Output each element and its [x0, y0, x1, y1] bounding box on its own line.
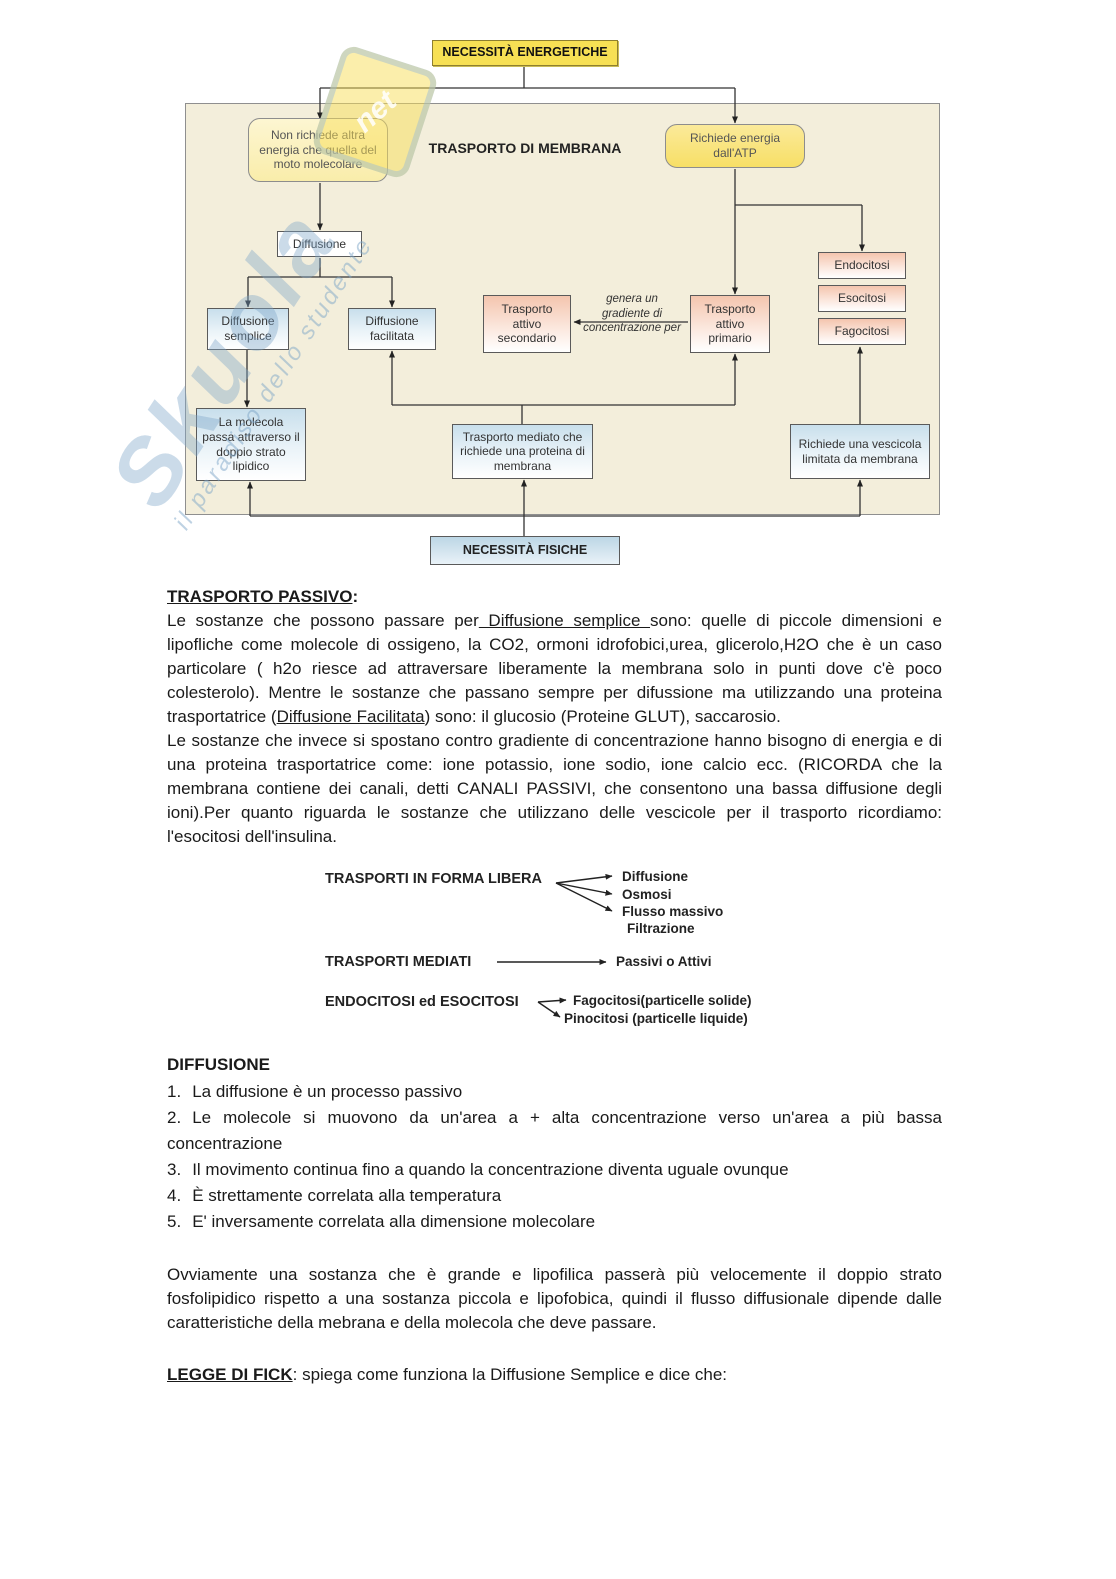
- paragraph-flusso-diffusionale: Ovviamente una sostanza che è grande e l…: [167, 1265, 942, 1332]
- list-item-number: 4.: [167, 1186, 182, 1205]
- diffusione-list: 1. La diffusione è un processo passivo 2.…: [167, 1079, 942, 1235]
- membrane-transport-flowchart: NECESSITÀ ENERGETICHE TRASPORTO DI MEMBR…: [0, 0, 1116, 585]
- trasporto-attivo-secondario-box: Trasporto attivo secondario: [483, 295, 571, 353]
- molecola-doppio-strato-box: La molecola passa attraverso il doppio s…: [196, 408, 306, 481]
- trasporto-attivo-primario-box: Trasporto attivo primario: [690, 295, 770, 353]
- list-item: 1. La diffusione è un processo passivo: [167, 1079, 942, 1105]
- trasporto-mediato-box: Trasporto mediato che richiede una prote…: [452, 424, 593, 479]
- legge-di-fick-line: LEGGE DI FICK: spiega come funziona la D…: [167, 1363, 942, 1387]
- list-item: 4. È strettamente correlata alla temperat…: [167, 1183, 942, 1209]
- list-item-text: Le molecole si muovono da un'area a + al…: [167, 1108, 942, 1153]
- list-item-number: 3.: [167, 1160, 182, 1179]
- esocitosi-box: Esocitosi: [818, 285, 906, 312]
- diffusione-semplice-box: Diffusione semplice: [207, 308, 289, 350]
- list-item: 2.Le molecole si muovono da un'area a + …: [167, 1105, 942, 1157]
- diffusione-box: Diffusione: [277, 231, 362, 257]
- fagocitosi-box: Fagocitosi: [818, 318, 906, 345]
- paragraph-trasporto-attivo: Le sostanze che invece si spostano contr…: [167, 731, 942, 846]
- target-diffusione: Diffusione: [622, 869, 688, 884]
- legge-di-fick-text: : spiega come funziona la Diffusione Sem…: [292, 1365, 728, 1384]
- legge-di-fick-title: LEGGE DI FICK: [167, 1365, 293, 1384]
- list-item-text: È strettamente correlata alla temperatur…: [192, 1186, 502, 1205]
- trasporto-passivo-title: TRASPORTO PASSIVO: [167, 587, 353, 606]
- list-item-number: 1.: [167, 1082, 182, 1101]
- endocitosi-box: Endocitosi: [818, 252, 906, 279]
- endocitosi-esocitosi-label: ENDOCITOSI ed ESOCITOSI: [325, 994, 519, 1010]
- forma-libera-label: TRASPORTI IN FORMA LIBERA: [325, 871, 542, 887]
- paragraph-diffusione-semplice: Le sostanze che possono passare per Diff…: [167, 609, 942, 729]
- genera-gradiente-label: genera un gradiente di concentrazione pe…: [583, 293, 681, 335]
- target-filtrazione: Filtrazione: [627, 921, 695, 936]
- trasporti-mediati-label: TRASPORTI MEDIATI: [325, 954, 472, 970]
- vescicola-box: Richiede una vescicola limitata da membr…: [790, 424, 930, 479]
- diffusione-facilitata-box: Diffusione facilitata: [348, 308, 436, 350]
- flowchart-title: TRASPORTO DI MEMBRANA: [428, 140, 622, 156]
- atp-energy-box: Richiede energia dall'ATP: [665, 124, 805, 168]
- underlined-diffusione-facilitata: Diffusione Facilitata: [276, 707, 425, 726]
- list-item: 3. Il movimento continua fino a quando la…: [167, 1157, 942, 1183]
- list-item-number: 5.: [167, 1212, 182, 1231]
- list-item: 5. E' inversamente correlata alla dimensi…: [167, 1209, 942, 1235]
- trasporto-passivo-section: TRASPORTO PASSIVO: Le sostanze che posso…: [167, 585, 942, 849]
- paragraph-text: Le sostanze che possono passare per: [167, 611, 479, 630]
- list-item-text: E' inversamente correlata alla dimension…: [192, 1212, 596, 1231]
- diffusione-section: DIFFUSIONE 1. La diffusione è un processo…: [167, 1053, 942, 1387]
- target-pinocitosi: Pinocitosi (particelle liquide): [564, 1011, 748, 1026]
- necessita-fisiche-box: NECESSITÀ FISICHE: [430, 536, 620, 565]
- trasporto-passivo-heading: TRASPORTO PASSIVO:: [167, 585, 942, 609]
- schema-arrows: [497, 873, 613, 1018]
- target-passivi-o-attivi: Passivi o Attivi: [616, 954, 712, 969]
- target-osmosi: Osmosi: [622, 887, 672, 902]
- list-item-text: Il movimento continua fino a quando la c…: [192, 1160, 789, 1179]
- target-flusso-massivo: Flusso massivo: [622, 904, 724, 919]
- no-energy-box: Non richiede altra energia che quella de…: [248, 118, 388, 182]
- paragraph-text: sono: quelle di piccole dimensioni e lip…: [167, 611, 942, 726]
- list-item-text: La diffusione è un processo passivo: [192, 1082, 463, 1101]
- target-fagocitosi: Fagocitosi(particelle solide): [573, 993, 752, 1008]
- necessita-energetiche-box: NECESSITÀ ENERGETICHE: [432, 40, 618, 66]
- diffusione-heading: DIFFUSIONE: [167, 1055, 270, 1074]
- list-item-number: 2.: [167, 1108, 182, 1127]
- transport-types-schema: TRASPORTI IN FORMA LIBERA Diffusione Osm…: [0, 863, 1116, 1039]
- underlined-diffusione-semplice: Diffusione semplice: [478, 611, 651, 630]
- paragraph-text: ) sono: il glucosio (Proteine GLUT), sac…: [424, 707, 781, 726]
- trasporto-passivo-colon: :: [352, 587, 359, 606]
